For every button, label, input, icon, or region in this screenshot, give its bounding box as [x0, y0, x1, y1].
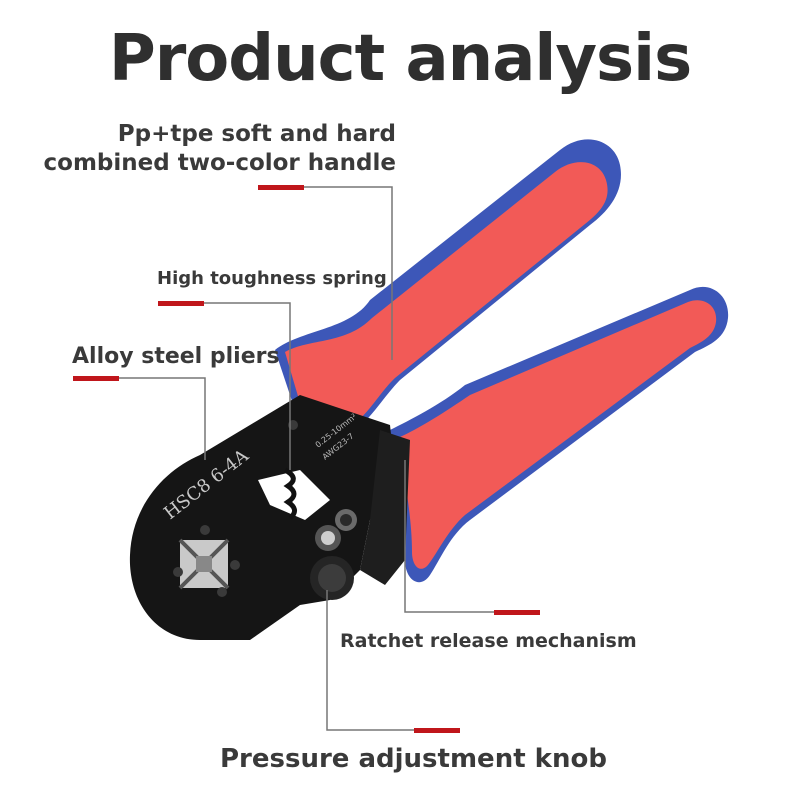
adjustment-knob	[310, 509, 357, 600]
knob-callout: Pressure adjustment knob	[220, 744, 607, 774]
leader-line-spring	[203, 302, 291, 470]
leader-line-knob	[326, 590, 415, 731]
crimp-die	[178, 538, 230, 590]
accent-bar-jaw	[73, 376, 119, 381]
leader-line-ratchet	[404, 460, 495, 613]
upper-handle	[275, 139, 621, 431]
accent-bar-handle	[258, 185, 304, 190]
leader-line-handle	[303, 186, 393, 360]
leader-lines	[118, 186, 495, 731]
accent-bar-knob	[414, 728, 460, 733]
page-title: Product analysis	[108, 22, 692, 96]
accent-bar-spring	[158, 301, 204, 306]
leader-line-jaw	[118, 377, 206, 460]
lower-handle	[390, 286, 729, 583]
accent-bar-ratchet	[494, 610, 540, 615]
ratchet-callout: Ratchet release mechanism	[340, 630, 637, 652]
spring-callout: High toughness spring	[157, 268, 387, 289]
plier-head: HSC8 6-4A 0.25-10mm² AWG23-7	[129, 395, 410, 640]
jaw-callout: Alloy steel pliers	[72, 344, 280, 369]
handle-callout: Pp+tpe soft and hard combined two-color …	[43, 121, 396, 176]
